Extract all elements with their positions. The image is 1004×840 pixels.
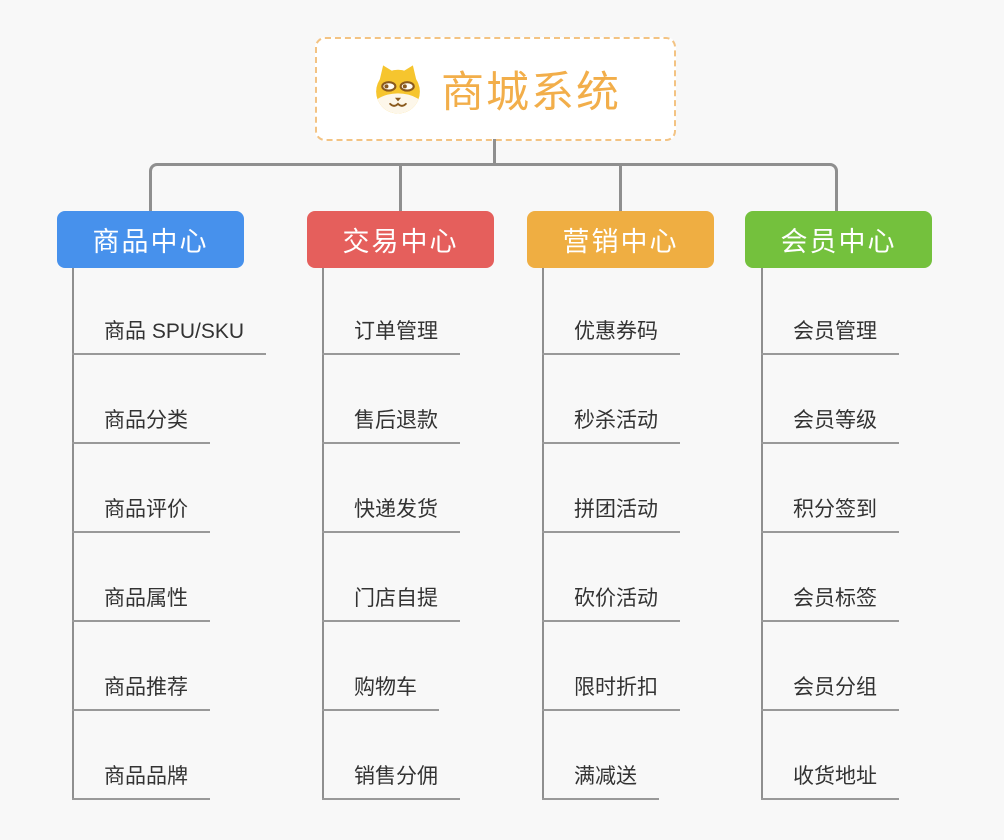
leaf-node[interactable]: 商品推荐 xyxy=(72,672,210,711)
leaf-node[interactable]: 满减送 xyxy=(542,761,659,800)
branch-node-product-center[interactable]: 商品中心 xyxy=(57,211,244,268)
leaf-node[interactable]: 购物车 xyxy=(322,672,439,711)
leaf-node[interactable]: 拼团活动 xyxy=(542,494,680,533)
leaf-node[interactable]: 售后退款 xyxy=(322,405,460,444)
leaf-node[interactable]: 收货地址 xyxy=(761,761,899,800)
connector-drop xyxy=(619,166,622,211)
leaf-node[interactable]: 商品属性 xyxy=(72,583,210,622)
root-title: 商城系统 xyxy=(441,69,621,117)
branch-node-trade-center[interactable]: 交易中心 xyxy=(307,211,494,268)
leaf-node[interactable]: 优惠券码 xyxy=(542,316,680,355)
leaf-node[interactable]: 会员管理 xyxy=(761,316,899,355)
connector-branch-line xyxy=(72,268,74,800)
leaf-node[interactable]: 积分签到 xyxy=(761,494,899,533)
connector-bus xyxy=(149,163,838,211)
branch-node-member-center[interactable]: 会员中心 xyxy=(745,211,932,268)
branch-node-marketing-center[interactable]: 营销中心 xyxy=(527,211,714,268)
connector-branch-line xyxy=(542,268,544,800)
connector-root-stem xyxy=(493,139,496,166)
leaf-node[interactable]: 会员标签 xyxy=(761,583,899,622)
leaf-node[interactable]: 商品 SPU/SKU xyxy=(72,316,267,355)
leaf-node[interactable]: 会员分组 xyxy=(761,672,899,711)
leaf-node[interactable]: 会员等级 xyxy=(761,405,899,444)
leaf-node[interactable]: 订单管理 xyxy=(322,316,460,355)
leaf-node[interactable]: 销售分佣 xyxy=(322,761,460,800)
dog-face-icon xyxy=(376,65,420,114)
leaf-node[interactable]: 商品品牌 xyxy=(72,761,210,800)
leaf-node[interactable]: 门店自提 xyxy=(322,583,460,622)
leaf-node[interactable]: 秒杀活动 xyxy=(542,405,680,444)
connector-branch-line xyxy=(761,268,763,800)
leaf-node[interactable]: 限时折扣 xyxy=(542,672,680,711)
leaf-node[interactable]: 快递发货 xyxy=(322,494,460,533)
leaf-node[interactable]: 商品评价 xyxy=(72,494,210,533)
root-node[interactable]: 商城系统 xyxy=(315,37,676,141)
connector-drop xyxy=(399,166,402,211)
connector-branch-line xyxy=(322,268,324,800)
leaf-node[interactable]: 商品分类 xyxy=(72,405,210,444)
leaf-node[interactable]: 砍价活动 xyxy=(542,583,680,622)
